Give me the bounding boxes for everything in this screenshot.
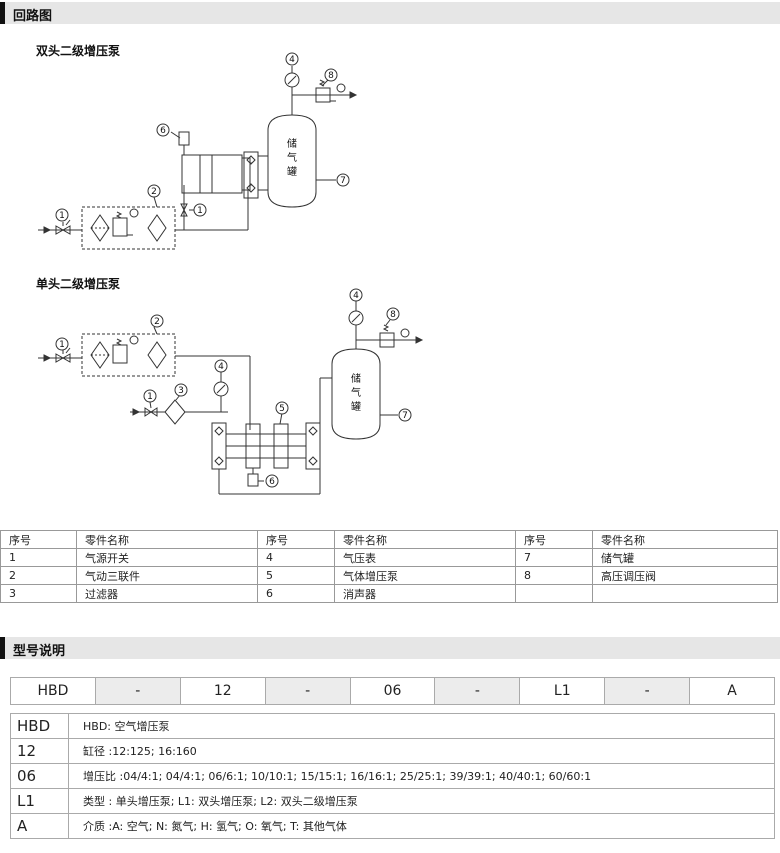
model-section-title: 型号说明 [13,644,66,659]
model-code-cell: L1 [520,678,606,704]
legend-desc: 增压比 :04/4:1; 04/4:1; 06/6:1; 10/10:1; 15… [68,763,775,789]
callout-1: 1 [197,206,203,216]
single-head-circuit [38,301,424,495]
header-cell: 零件名称 [334,530,516,549]
legend-desc: 类型 : 单头增压泵; L1: 双头增压泵; L2: 双头二级增压泵 [68,788,775,814]
tank-label: 罐 [351,400,361,413]
parts-table: 序号 零件名称 序号 零件名称 序号 零件名称 1 气源开关 4 气压表 7 储… [0,530,778,603]
callout-1: 1 [147,392,153,402]
header-cell: 序号 [257,530,335,549]
legend-code: 06 [10,763,69,789]
header-cell: 序号 [0,530,77,549]
model-code-separator: - [605,678,691,704]
legend-row: L1 类型 : 单头增压泵; L1: 双头增压泵; L2: 双头二级增压泵 [10,788,775,814]
callout-2: 2 [154,317,160,327]
legend-row: 12 缸径 :12:125; 16:160 [10,738,775,764]
header-cell: 零件名称 [76,530,258,549]
tank-label: 气 [351,386,361,399]
double-head-circuit [38,66,358,250]
model-code-cell: A [727,683,737,699]
header-cell: 序号 [515,530,593,549]
single-pump-label: 单头二级增压泵 [36,277,121,291]
table-cell: 6 [257,584,335,603]
circuit-section-header: 回路图 [0,2,780,24]
table-cell [592,584,778,603]
legend-row: 06 增压比 :04/4:1; 04/4:1; 06/6:1; 10/10:1;… [10,763,775,789]
model-code-cell: HBD [11,678,96,704]
tank-label: 储 [287,137,297,150]
table-cell: 气动三联件 [76,566,258,585]
legend-row: A 介质 :A: 空气; N: 氮气; H: 氢气; O: 氧气; T: 其他气… [10,813,775,839]
callout-4: 4 [289,55,295,65]
legend-code: 12 [10,738,69,764]
table-cell: 气源开关 [76,548,258,567]
model-code-separator: - [435,678,521,704]
legend-desc: 介质 :A: 空气; N: 氮气; H: 氢气; O: 氧气; T: 其他气体 [68,813,775,839]
model-section-header: 型号说明 [0,637,780,659]
table-cell: 4 [257,548,335,567]
table-cell: 储气罐 [592,548,778,567]
header-accent-bar [0,637,5,659]
header-accent-bar [0,2,5,24]
legend-code: A [10,813,69,839]
callout-6: 6 [160,126,166,136]
model-code-separator: - [265,678,351,704]
table-row: 2 气动三联件 5 气体增压泵 8 高压调压阀 [0,566,778,585]
legend-code: HBD [10,713,69,739]
table-cell: 5 [257,566,335,585]
callout-2: 2 [151,187,157,197]
legend-code: L1 [10,788,69,814]
callout-6: 6 [269,477,275,487]
callout-7: 7 [340,176,346,186]
callout-8: 8 [328,71,334,81]
callout-1: 1 [59,211,65,221]
tank-label: 罐 [287,165,297,178]
circuit-diagram: 6 2 1 1 4 8 7 2 1 1 3 4 5 6 4 8 7 储 气 罐 … [38,52,424,495]
table-cell: 2 [0,566,77,585]
table-cell: 8 [515,566,593,585]
table-cell: 消声器 [334,584,516,603]
callout-3: 3 [178,386,184,396]
legend-desc: 缸径 :12:125; 16:160 [68,738,775,764]
callout-1: 1 [59,340,65,350]
tank-label: 储 [351,372,361,385]
circuit-section-title: 回路图 [13,9,53,24]
callout-4: 4 [353,291,359,301]
table-cell: 气体增压泵 [334,566,516,585]
table-cell [515,584,593,603]
table-row: 1 气源开关 4 气压表 7 储气罐 [0,548,778,567]
table-cell: 3 [0,584,77,603]
legend-desc: HBD: 空气增压泵 [68,713,775,739]
callout-5: 5 [279,404,285,414]
tank-label: 气 [287,151,297,164]
callout-8: 8 [390,310,396,320]
model-legend-table: HBD HBD: 空气增压泵 12 缸径 :12:125; 16:160 06 … [10,713,775,839]
legend-row: HBD HBD: 空气增压泵 [10,713,775,739]
table-cell: 过滤器 [76,584,258,603]
table-cell: 7 [515,548,593,567]
model-code-separator: - [95,678,181,704]
header-cell: 零件名称 [592,530,778,549]
double-pump-label: 双头二级增压泵 [36,44,121,58]
table-header-row: 序号 零件名称 序号 零件名称 序号 零件名称 [0,530,778,549]
model-code-cell: 06 [351,678,436,704]
table-cell: 高压调压阀 [592,566,778,585]
callout-7: 7 [402,411,408,421]
model-code-cell: 12 [181,678,266,704]
table-cell: 气压表 [334,548,516,567]
table-cell: 1 [0,548,77,567]
table-row: 3 过滤器 6 消声器 [0,584,778,603]
model-code-box: HBD - 12 - 06 - L1 - A [10,677,775,705]
callout-4: 4 [218,362,224,372]
